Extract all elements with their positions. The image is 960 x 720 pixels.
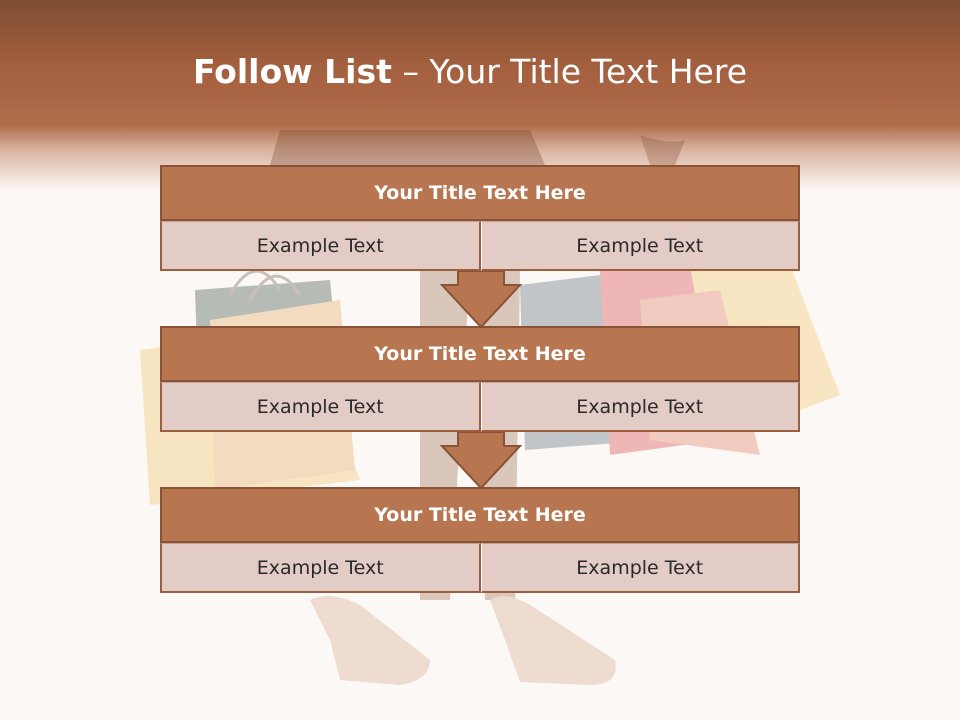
step-cell-left: Example Text bbox=[160, 221, 481, 271]
step-row: Example Text Example Text bbox=[160, 221, 800, 271]
step-cell-right: Example Text bbox=[480, 382, 800, 432]
step-title: Your Title Text Here bbox=[160, 487, 800, 543]
slide-title-bold: Follow List bbox=[192, 52, 392, 91]
step-block-1: Your Title Text Here Example Text Exampl… bbox=[160, 165, 800, 271]
down-arrow-icon bbox=[440, 432, 522, 490]
step-title: Your Title Text Here bbox=[160, 165, 800, 221]
slide-title: Follow List – Your Title Text Here bbox=[0, 52, 940, 91]
step-cell-right: Example Text bbox=[480, 221, 800, 271]
step-row: Example Text Example Text bbox=[160, 382, 800, 432]
step-cell-left: Example Text bbox=[160, 543, 481, 593]
step-cell-left: Example Text bbox=[160, 382, 481, 432]
step-block-2: Your Title Text Here Example Text Exampl… bbox=[160, 326, 800, 432]
step-title: Your Title Text Here bbox=[160, 326, 800, 382]
down-arrow-icon bbox=[440, 271, 522, 329]
step-row: Example Text Example Text bbox=[160, 543, 800, 593]
step-block-3: Your Title Text Here Example Text Exampl… bbox=[160, 487, 800, 593]
slide-title-light: Your Title Text Here bbox=[429, 52, 748, 91]
step-cell-right: Example Text bbox=[480, 543, 800, 593]
slide-title-separator: – bbox=[391, 52, 430, 91]
